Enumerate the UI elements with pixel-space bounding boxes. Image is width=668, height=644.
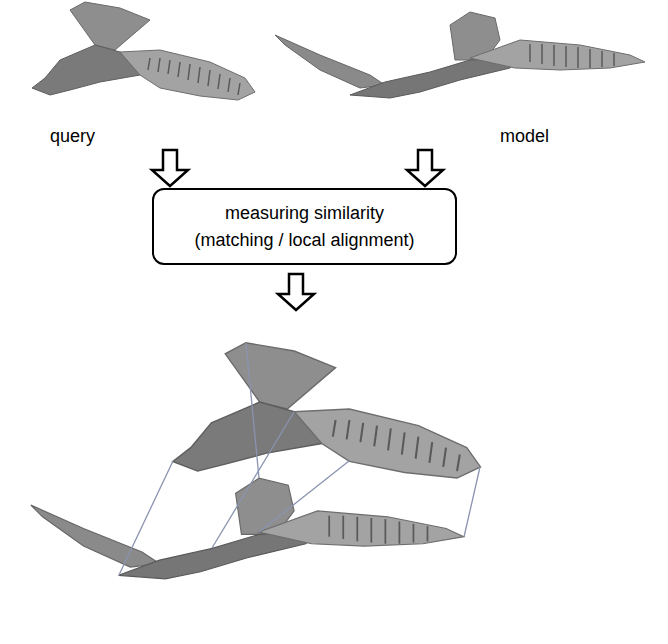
correspondence-line xyxy=(246,343,259,478)
box-text: measuring similarity (matching / local a… xyxy=(190,200,420,252)
down-arrow xyxy=(278,274,314,310)
image-label: model xyxy=(500,126,549,147)
image-label: query xyxy=(50,126,95,147)
correspondence-line xyxy=(464,467,480,537)
correspondence-line xyxy=(259,461,349,532)
correspondence-line xyxy=(119,461,173,575)
query-bird xyxy=(32,2,255,100)
down-arrow xyxy=(152,150,188,186)
process-box: measuring similarity (matching / local a… xyxy=(152,188,457,265)
query-bird xyxy=(173,343,481,478)
down-arrow xyxy=(407,150,443,186)
correspondence-line xyxy=(212,412,294,548)
model-bird xyxy=(31,478,464,579)
model-bird xyxy=(275,12,645,98)
